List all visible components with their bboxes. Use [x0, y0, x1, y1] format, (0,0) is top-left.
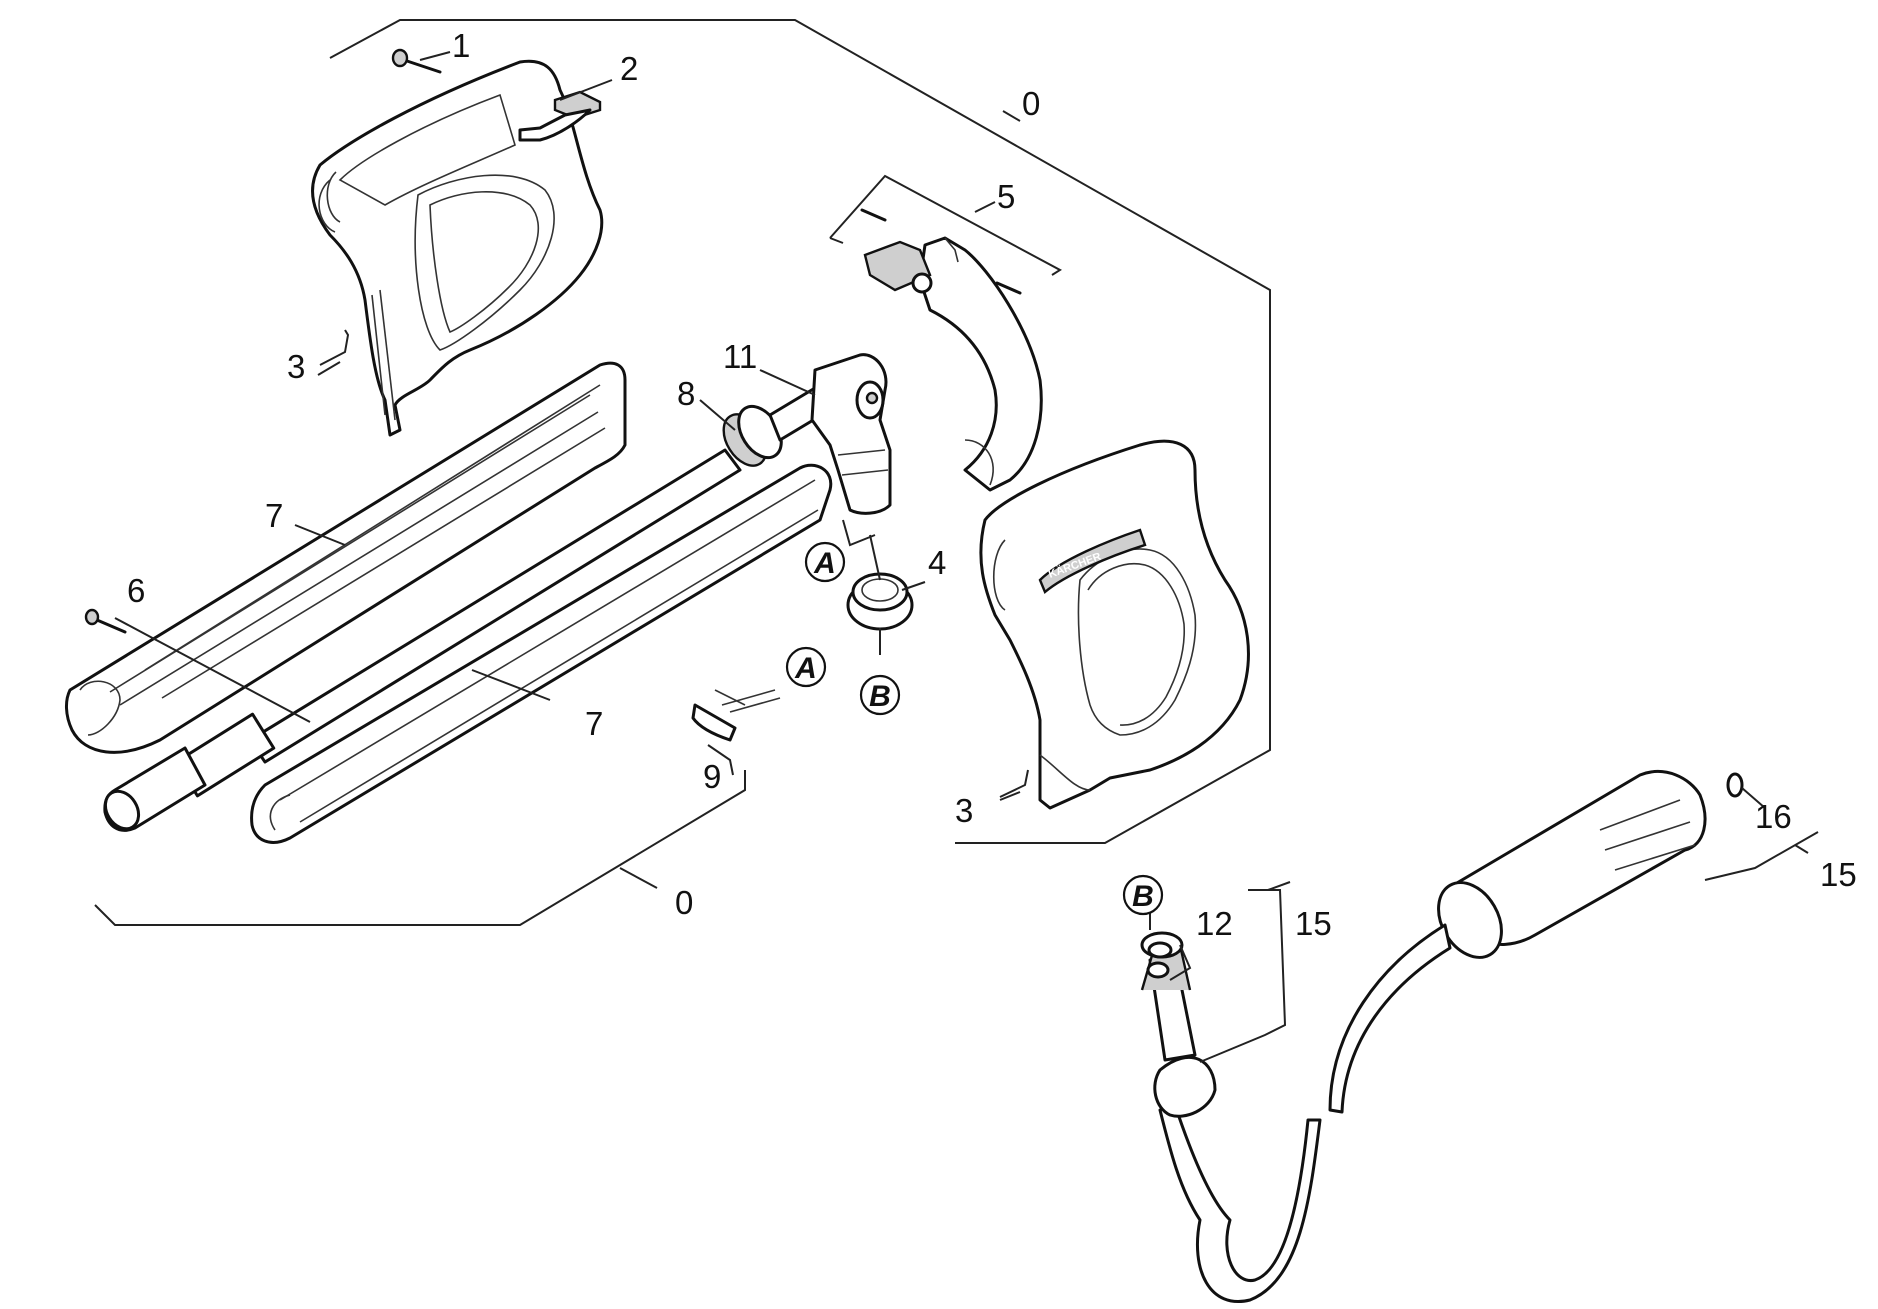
ref-b-nut: B	[859, 674, 901, 716]
elbow-fitting	[768, 353, 892, 515]
callout-5: 5	[997, 178, 1015, 215]
callout-15-right: 15	[1820, 856, 1857, 893]
o-rings	[1146, 772, 1744, 979]
callout-0-lower: 0	[675, 884, 693, 921]
lance-shroud-lower	[250, 463, 833, 844]
trigger	[863, 236, 1043, 492]
callout-16: 16	[1755, 798, 1792, 835]
svg-text:B: B	[869, 680, 891, 713]
callout-6: 6	[127, 572, 145, 609]
svg-text:A: A	[794, 652, 817, 685]
lance-tube	[103, 448, 742, 832]
callout-1: 1	[452, 27, 470, 64]
callout-15-left: 15	[1295, 905, 1332, 942]
svg-text:B: B	[1132, 880, 1154, 913]
callout-7-lower: 7	[585, 705, 603, 742]
callout-9: 9	[703, 758, 721, 795]
callout-7-upper: 7	[265, 497, 283, 534]
callout-3-left: 3	[287, 348, 305, 385]
callout-4: 4	[928, 544, 946, 581]
callout-8: 8	[677, 375, 695, 412]
screw-1	[391, 48, 442, 74]
callout-11: 11	[723, 338, 757, 375]
coupling-nut	[846, 572, 914, 631]
ref-a-clip: A	[785, 646, 827, 688]
ref-b-hose: B	[1122, 874, 1164, 916]
handle-half-left	[311, 59, 604, 437]
reference-circles: A B A B	[785, 541, 1164, 916]
leader-lines	[114, 51, 1819, 1063]
assembly-boundary	[94, 19, 1271, 926]
callout-12: 12	[1196, 905, 1233, 942]
retaining-clip	[691, 689, 781, 742]
ref-a-upper: A	[804, 541, 846, 583]
hose-assembly	[1140, 770, 1707, 1303]
svg-text:A: A	[813, 547, 836, 580]
callout-bracket-5	[829, 174, 1062, 276]
lance-shroud-upper	[65, 361, 627, 754]
handle-half-right: KÄRCHER	[979, 439, 1250, 810]
trigger-pins	[860, 208, 1022, 295]
callout-labels: 1 2 0 5 3 11 8 7 6 4 7 9 3 0 16 15 12 15	[127, 27, 1857, 942]
callout-3-right: 3	[955, 792, 973, 829]
screw-6	[84, 608, 127, 634]
callout-2: 2	[620, 50, 638, 87]
callout-0-upper: 0	[1022, 85, 1040, 122]
